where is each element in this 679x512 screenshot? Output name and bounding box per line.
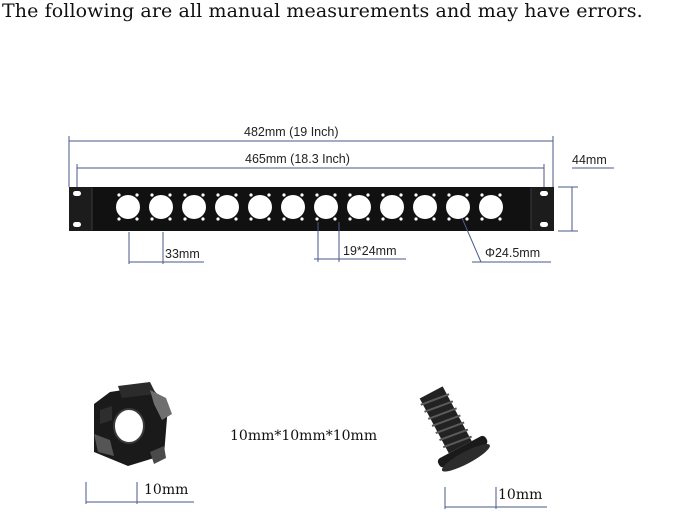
screw-hole [333,193,337,197]
screw-hole [447,217,451,221]
screw-dimension [444,487,547,509]
height-label: 44mm [572,153,607,167]
rack-panel [69,187,554,231]
screw-hole [480,217,484,221]
screw-hole [216,217,220,221]
screw-image [419,386,490,472]
mount-hole-label: 19*24mm [343,244,397,258]
screw-hole [249,193,253,197]
screw-hole [465,193,469,197]
cage-nut-dimension [85,482,194,504]
screw-hole [168,217,172,221]
overall-size-label: 10mm*10mm*10mm [230,428,378,444]
screw-hole [480,193,484,197]
disclaimer-heading: The following are all manual measurement… [2,0,643,22]
screw-hole [267,217,271,221]
mount-hole-dimension [314,222,406,262]
mount-slot [540,222,548,227]
screw-hole [117,217,121,221]
screw-hole [183,217,187,221]
screw-hole [315,193,319,197]
screw-hole [150,193,154,197]
screw-hole [333,217,337,221]
overall-width-label: 482mm (19 Inch) [244,125,339,139]
connector-hole [413,195,437,219]
screw-hole [234,217,238,221]
mount-slot [73,222,81,227]
screw-hole [432,217,436,221]
screw-hole [348,217,352,221]
screw-hole [168,193,172,197]
overall-width-dimension [68,136,554,187]
connector-hole [149,195,173,219]
hole-spacing-dimension [128,232,204,264]
screw-hole [366,193,370,197]
connector-hole [314,195,338,219]
screw-hole [300,217,304,221]
screw-hole [381,217,385,221]
screw-hole [366,217,370,221]
screw-hole [414,193,418,197]
screw-hole [432,193,436,197]
hole-diameter-label: Φ24.5mm [485,246,541,260]
screw-hole [183,193,187,197]
screw-hole [348,193,352,197]
inner-width-dimension [76,164,545,187]
screw-hole [117,193,121,197]
screw-hole [267,193,271,197]
mount-slot [540,191,548,196]
hole-diameter-leader [461,217,551,263]
screw-hole [282,217,286,221]
screw-size-label: 10mm [498,487,543,503]
connector-hole [116,195,140,219]
screw-hole [300,193,304,197]
connector-hole [479,195,503,219]
screw-hole [150,217,154,221]
screw-hole [282,193,286,197]
screw-hole [234,193,238,197]
screw-hole [399,193,403,197]
screw-hole [201,217,205,221]
screw-hole [498,193,502,197]
connector-hole [248,195,272,219]
connector-hole [446,195,470,219]
mount-slot [73,191,81,196]
screw-hole [399,217,403,221]
screw-hole [447,193,451,197]
height-dimension [558,167,614,232]
inner-width-label: 465mm (18.3 Inch) [245,152,350,166]
cage-nut-image [94,382,172,466]
connector-hole [380,195,404,219]
screw-hole [381,193,385,197]
connector-hole [347,195,371,219]
screw-hole [315,217,319,221]
cage-nut-size-label: 10mm [144,482,189,498]
connector-holes [116,193,503,221]
hole-spacing-label: 33mm [165,247,200,261]
connector-hole [182,195,206,219]
screw-hole [216,193,220,197]
connector-hole [281,195,305,219]
screw-hole [465,217,469,221]
screw-hole [201,193,205,197]
screw-hole [135,193,139,197]
screw-hole [414,217,418,221]
screw-hole [249,217,253,221]
connector-hole [215,195,239,219]
screw-hole [135,217,139,221]
screw-hole [498,217,502,221]
